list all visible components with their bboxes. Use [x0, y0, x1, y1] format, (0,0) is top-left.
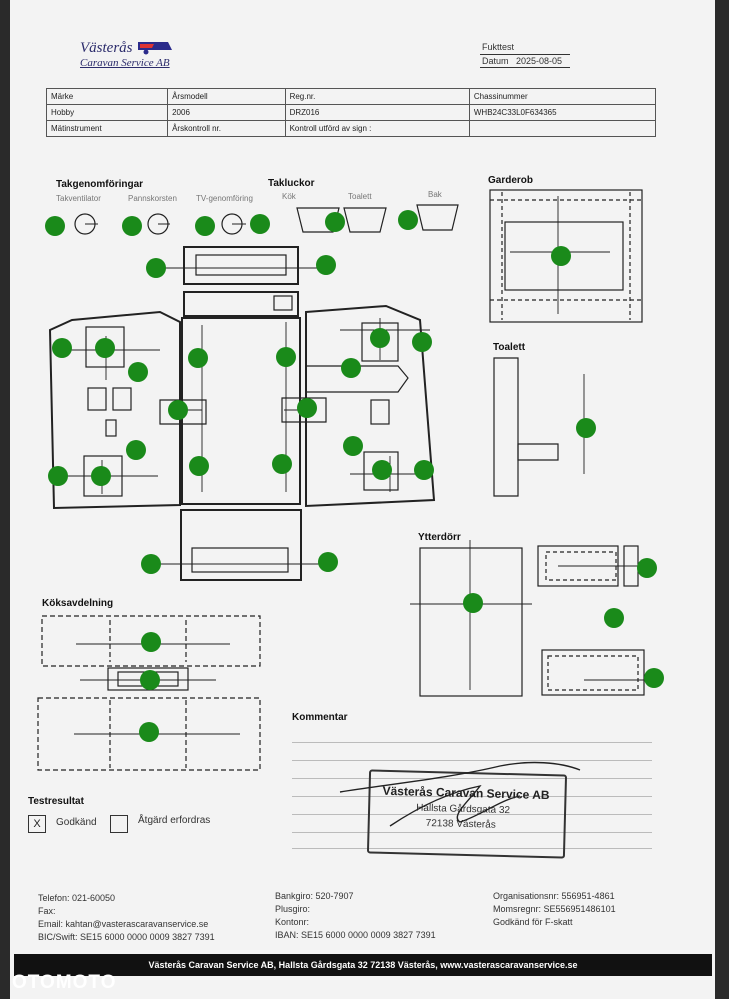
- label-pannskorsten: Pannskorsten: [128, 194, 177, 203]
- atgard-label: Åtgärd erfordras: [138, 815, 211, 826]
- logo-line2: Caravan Service AB: [80, 57, 170, 69]
- company-logo: Västerås Caravan Service AB: [80, 40, 172, 69]
- inspection-form: Västerås Caravan Service AB Fukttest Dat…: [10, 0, 715, 999]
- moisture-dot: [412, 332, 432, 352]
- label-kontroll-sign: Kontroll utförd av sign :: [284, 120, 470, 137]
- contact-fax: Fax:: [38, 906, 56, 916]
- footer-bar: Västerås Caravan Service AB, Hallsta Går…: [14, 954, 712, 976]
- moisture-dot: [316, 255, 336, 275]
- label-matinstrument: Mätinstrument: [45, 120, 169, 137]
- contact-fskatt: Godkänd för F-skatt: [493, 917, 573, 927]
- comment-line: [292, 778, 652, 779]
- moisture-dot: [48, 466, 68, 486]
- moisture-dot: [250, 214, 270, 234]
- godkand-checkbox[interactable]: X: [28, 815, 46, 833]
- contact-col2: Bankgiro: 520-7907 Plusgiro: Kontonr: IB…: [275, 890, 436, 942]
- contact-momsregnr: Momsregnr: SE556951486101: [493, 904, 616, 914]
- floorplan-drawing: [37, 189, 664, 771]
- moisture-dot: [372, 460, 392, 480]
- moisture-dot: [141, 632, 161, 652]
- moisture-dot: [95, 338, 115, 358]
- label-arskontroll: Årskontroll nr.: [167, 120, 286, 137]
- label-takluckor: Takluckor: [268, 178, 315, 189]
- label-ytterdorr: Ytterdörr: [418, 532, 461, 543]
- moisture-dot: [146, 258, 166, 278]
- comment-line: [292, 814, 652, 815]
- moisture-dot: [168, 400, 188, 420]
- date-rule: [480, 67, 570, 68]
- label-takventilator: Takventilator: [56, 194, 101, 203]
- vehicle-table: Märke Årsmodell Reg.nr. Chassinummer Hob…: [45, 88, 657, 137]
- contact-bankgiro: Bankgiro: 520-7907: [275, 891, 354, 901]
- moisture-dot: [644, 668, 664, 688]
- moisture-dot: [128, 362, 148, 382]
- moisture-dot: [141, 554, 161, 574]
- label-kok: Kök: [282, 192, 296, 201]
- moisture-dot: [45, 216, 65, 236]
- moisture-dot: [414, 460, 434, 480]
- form-title: Fukttest: [482, 42, 515, 52]
- moisture-dot: [604, 608, 624, 628]
- moisture-dot: [140, 670, 160, 690]
- moisture-dot: [325, 212, 345, 232]
- date-label: Datum: [482, 56, 509, 66]
- moisture-dot: [122, 216, 142, 236]
- moisture-dot: [551, 246, 571, 266]
- watermark: OTOMOTO: [12, 972, 117, 993]
- label-toalett-lucka: Toalett: [348, 192, 372, 201]
- comment-line: [292, 760, 652, 761]
- moisture-dot: [370, 328, 390, 348]
- moisture-dot: [576, 418, 596, 438]
- moisture-dot: [398, 210, 418, 230]
- moisture-dot: [276, 347, 296, 367]
- contact-orgnr: Organisationsnr: 556951-4861: [493, 891, 615, 901]
- comment-line: [292, 742, 652, 743]
- moisture-dot: [318, 552, 338, 572]
- moisture-dot: [188, 348, 208, 368]
- comment-line: [292, 832, 652, 833]
- contact-email: Email: kahtan@vasterascaravanservice.se: [38, 919, 209, 929]
- moisture-dot: [91, 466, 111, 486]
- contact-bic: BIC/Swift: SE15 6000 0000 0009 3827 7391: [38, 932, 215, 942]
- logo-line1: Västerås: [80, 40, 133, 56]
- atgard-checkbox[interactable]: [110, 815, 128, 833]
- signature-icon: [339, 761, 581, 827]
- contact-col3: Organisationsnr: 556951-4861 Momsregnr: …: [493, 890, 616, 929]
- moisture-dot: [343, 436, 363, 456]
- moisture-dot: [52, 338, 72, 358]
- label-tv-genomforing: TV-genomföring: [196, 194, 253, 203]
- moisture-dot: [463, 593, 483, 613]
- moisture-dot: [637, 558, 657, 578]
- moisture-dot: [126, 440, 146, 460]
- moisture-dot: [272, 454, 292, 474]
- comment-line: [292, 848, 652, 849]
- label-takgenomforingar: Takgenomföringar: [56, 179, 144, 190]
- moisture-dot: [139, 722, 159, 742]
- moisture-dot: [341, 358, 361, 378]
- label-testresultat: Testresultat: [28, 796, 84, 807]
- contact-phone: Telefon: 021-60050: [38, 893, 116, 903]
- contact-plusgiro: Plusgiro:: [275, 904, 311, 914]
- label-toalett: Toalett: [493, 342, 526, 353]
- contact-col1: Telefon: 021-60050 Fax: Email: kahtan@va…: [38, 892, 215, 944]
- godkand-label: Godkänd: [56, 817, 97, 828]
- label-kommentar: Kommentar: [292, 712, 348, 723]
- title-rule: [480, 54, 570, 55]
- contact-kontonr: Kontonr:: [275, 917, 310, 927]
- label-garderob: Garderob: [488, 175, 534, 186]
- moisture-dot: [189, 456, 209, 476]
- contact-iban: IBAN: SE15 6000 0000 0009 3827 7391: [275, 930, 436, 940]
- label-bak: Bak: [428, 190, 442, 199]
- moisture-dot: [297, 398, 317, 418]
- empty-cell: [468, 120, 657, 137]
- measurement-dots: [45, 210, 664, 742]
- label-koksavdelning: Köksavdelning: [42, 598, 114, 609]
- date-value: 2025-08-05: [516, 56, 563, 66]
- moisture-dot: [195, 216, 215, 236]
- caravan-logo-icon: [138, 42, 172, 55]
